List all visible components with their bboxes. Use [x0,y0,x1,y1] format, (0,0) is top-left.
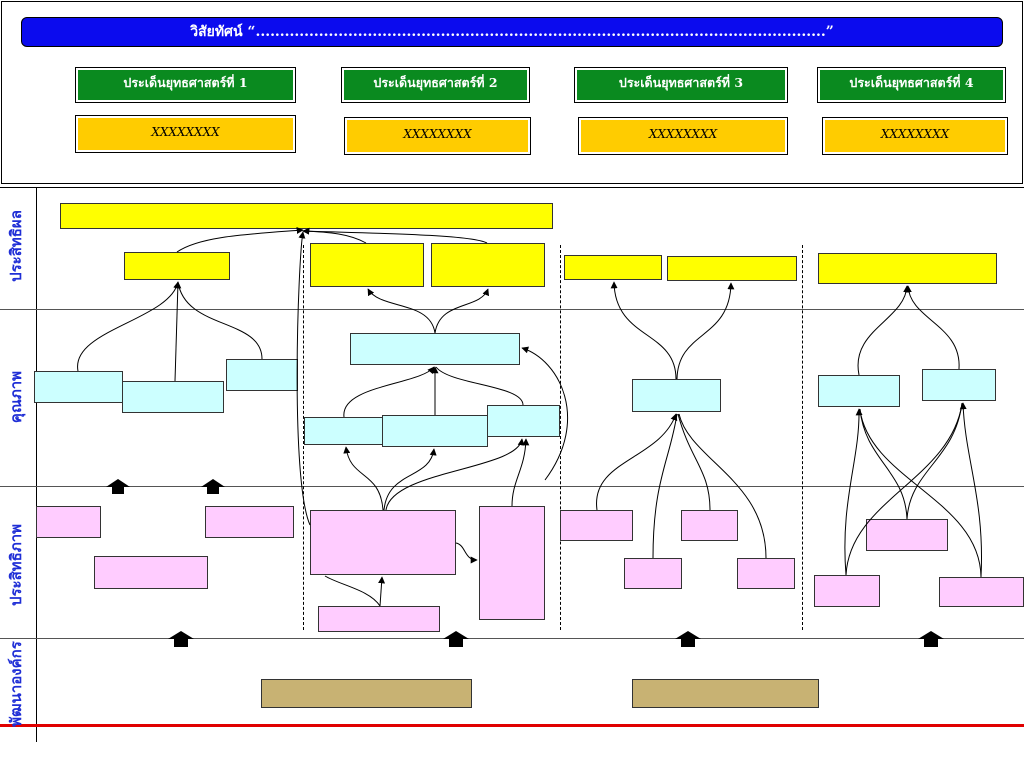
arrow-q2a-to-q2top [343,366,435,418]
block-arrow-3 [168,631,194,647]
arrow-e3d-to-q3 [678,413,767,559]
efficiency-box-col1c[interactable] [94,556,208,589]
column-divider-3 [802,245,803,630]
efficiency-box-col2-tall[interactable] [479,506,545,620]
arrow-main-to-tall [455,542,478,564]
quality-box-col3[interactable] [632,379,721,412]
efficiency-box-col3c[interactable] [624,558,682,589]
overall-objective-box[interactable] [60,203,553,229]
arrow-tall-to-q2top [521,346,569,481]
arrow-tall-to-q2c [511,438,530,507]
arrow-q3-to-obj3a [610,281,677,380]
map-top-border [0,187,1024,188]
development-box-1[interactable] [261,679,472,708]
arrow-bottom-to-main [324,575,381,607]
objective-box-col1[interactable] [124,252,230,280]
arrow-q1a-to-obj1 [77,281,181,372]
efficiency-box-col3a[interactable] [560,510,633,541]
column-divider-1 [303,245,304,630]
objective-box-col3b[interactable] [667,256,797,281]
quality-box-col2b[interactable] [382,415,488,447]
arrow-e4b-to-q4b [845,403,963,576]
strategic-goal-4[interactable]: XXXXXXXX [822,117,1008,155]
efficiency-box-col1a[interactable] [36,506,101,538]
arrow-q2c-to-q2top [435,366,524,406]
objective-box-col3a[interactable] [564,255,662,280]
arrow-e3a-to-q3 [596,413,678,511]
efficiency-box-col2-main[interactable] [310,510,456,575]
arrow-eff2-to-q2a [343,446,384,511]
header-frame [1,1,1023,184]
quality-box-col4b[interactable] [922,369,996,401]
strategic-issue-4[interactable]: ประเด็นยุทธศาสตร์ที่ 4 [817,67,1006,103]
quality-box-col4a[interactable] [818,375,900,407]
arrow-q3-to-obj3b [676,282,735,380]
block-arrow-5 [675,631,701,647]
objective-box-col2a[interactable] [310,243,424,287]
strategic-issue-2[interactable]: ประเด็นยุทธศาสตร์ที่ 2 [341,67,530,103]
arrow-bottom-to-main-2 [378,576,386,607]
quality-box-col2-top[interactable] [350,333,520,365]
block-arrow-6 [918,631,944,647]
efficiency-box-col3d[interactable] [737,558,795,589]
arrow-eff2-to-overall [296,231,311,526]
lane-divider-quality [0,486,1024,487]
arrow-e4a-to-q4a [859,408,908,520]
efficiency-box-col3b[interactable] [681,510,738,541]
quality-box-col1c[interactable] [226,359,298,391]
block-arrow-2 [201,479,225,494]
arrow-q4a-to-obj4 [857,285,911,376]
strategic-goal-3[interactable]: XXXXXXXX [578,117,788,155]
block-arrow-1 [106,479,130,494]
arrow-eff2-to-q2b [383,448,437,511]
arrow-e3b-to-q3 [677,413,711,511]
arrow-e4a-to-q4b [906,402,963,520]
quality-box-col2c[interactable] [487,405,560,437]
arrow-e4c-to-q4a [859,409,982,578]
arrow-q4b-to-obj4 [904,285,960,370]
objective-box-col4[interactable] [818,253,997,284]
arrow-q1b-to-obj1 [174,281,182,382]
efficiency-box-col2-bottom[interactable] [318,606,440,632]
arrow-e3c-to-q3 [652,413,678,559]
strategic-goal-1[interactable]: XXXXXXXX [75,115,296,153]
efficiency-box-col4b[interactable] [814,575,880,607]
arrow-c2b-to-overall [302,227,488,244]
vision-banner: วิสัยทัศน์ “............................… [21,17,1003,47]
strategic-issue-1[interactable]: ประเด็นยุทธศาสตร์ที่ 1 [75,67,296,103]
arrow-e4c-to-q4b [959,402,983,578]
arrow-e4b-to-q4a [844,408,863,576]
quality-box-col1a[interactable] [34,371,123,403]
arrow-q2top-to-c2b [434,288,490,334]
arrow-eff2-to-q2c [385,438,525,511]
lane-divider-effectiveness [0,309,1024,310]
quality-box-col1b[interactable] [122,381,224,413]
arrow-q1c-to-obj1 [177,281,263,360]
column-divider-2 [560,245,561,630]
label-column-divider [36,187,37,742]
arrow-c1-to-overall [176,226,304,253]
development-box-2[interactable] [632,679,819,708]
block-arrow-4 [443,631,469,647]
strategic-goal-2[interactable]: XXXXXXXX [344,117,531,155]
lane-divider-efficiency [0,638,1024,639]
block-arrows [106,479,944,647]
baseline-red [0,724,1024,727]
efficiency-box-col1b[interactable] [205,506,294,538]
objective-box-col2b[interactable] [431,243,545,287]
strategic-issue-3[interactable]: ประเด็นยุทธศาสตร์ที่ 3 [574,67,788,103]
arrow-q2top-to-c2a [367,288,436,334]
efficiency-box-col4a[interactable] [866,519,948,551]
